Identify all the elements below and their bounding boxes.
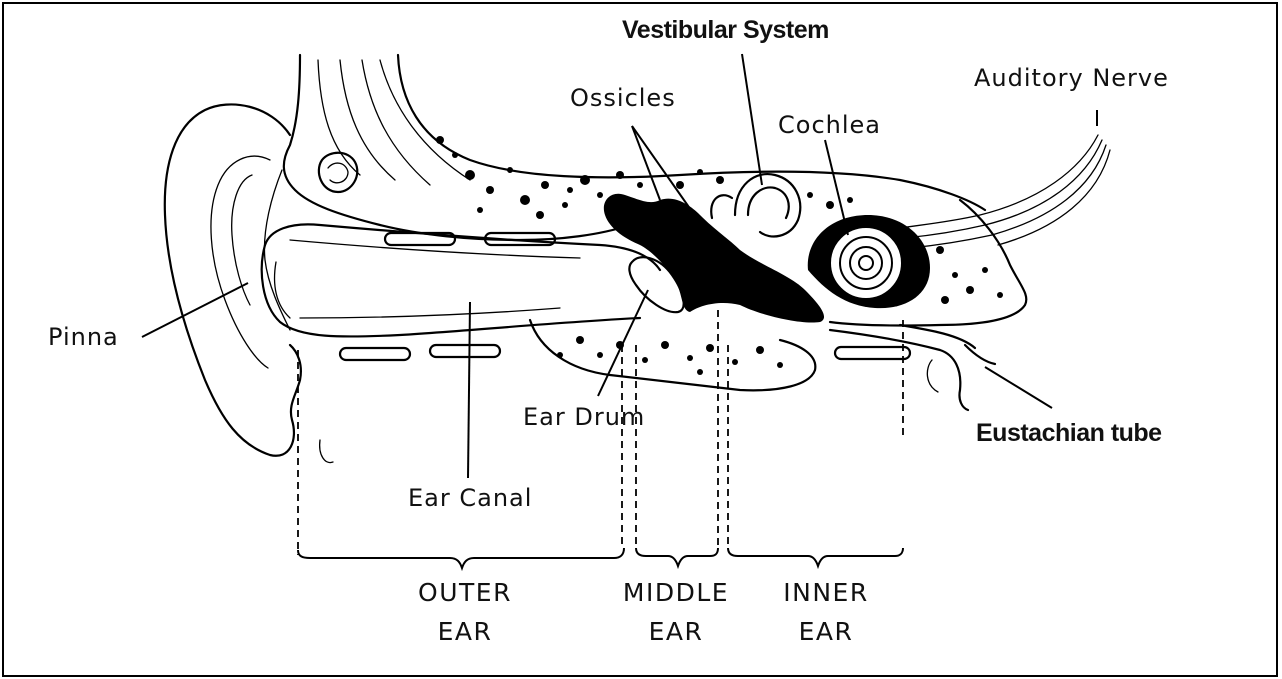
section-middle-line1: MIDDLE bbox=[623, 578, 729, 607]
label-cochlea: Cochlea bbox=[778, 111, 881, 139]
section-outer-line1: OUTER bbox=[418, 578, 512, 607]
section-dividers bbox=[298, 310, 903, 555]
label-vestibular-system: Vestibular System bbox=[622, 16, 829, 44]
label-ossicles: Ossicles bbox=[570, 84, 676, 112]
auditory-nerve-fibers bbox=[900, 135, 1110, 248]
section-braces bbox=[298, 548, 903, 568]
label-ear-canal: Ear Canal bbox=[408, 484, 532, 512]
semicircular-canals bbox=[711, 174, 800, 236]
ear-canal-shape bbox=[262, 224, 660, 336]
section-outer-line2: EAR bbox=[438, 617, 493, 646]
label-ear-drum: Ear Drum bbox=[523, 403, 645, 431]
eustachian-tube-shape bbox=[830, 330, 995, 410]
cochlea-shape bbox=[808, 215, 930, 308]
section-middle-line2: EAR bbox=[649, 617, 704, 646]
section-inner-line2: EAR bbox=[799, 617, 854, 646]
labels: Vestibular System Auditory Nerve Ossicle… bbox=[48, 16, 1169, 646]
pinna-shape bbox=[165, 104, 333, 462]
section-inner-line1: INNER bbox=[783, 578, 868, 607]
label-pinna: Pinna bbox=[48, 323, 119, 351]
label-auditory-nerve: Auditory Nerve bbox=[974, 64, 1169, 92]
label-eustachian-tube: Eustachian tube bbox=[976, 419, 1162, 447]
